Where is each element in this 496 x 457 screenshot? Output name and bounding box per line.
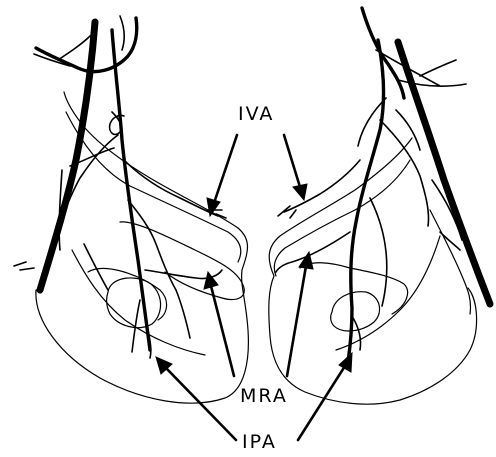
iva-arrow-right-head bbox=[293, 184, 307, 200]
left-top-loop bbox=[36, 18, 137, 72]
right-branch-e bbox=[370, 198, 387, 306]
mra-arrow-right-shaft bbox=[287, 266, 306, 376]
right-side-bump bbox=[430, 210, 471, 314]
ipa-arrow-left-shaft bbox=[166, 368, 236, 440]
mra-label: MRA bbox=[240, 385, 288, 407]
left-top-small bbox=[120, 16, 124, 50]
right-branch-b bbox=[358, 98, 420, 150]
right-inner-lobe bbox=[300, 263, 408, 314]
left-branch-h bbox=[84, 244, 108, 290]
right-small-oval bbox=[331, 292, 380, 331]
right-second-vessel bbox=[348, 40, 384, 362]
left-second-vessel bbox=[112, 30, 150, 350]
ipa-arrow-right-shaft bbox=[298, 366, 345, 440]
right-structure bbox=[269, 8, 490, 404]
right-branch-d bbox=[276, 232, 350, 272]
iva-arrow-right-shaft bbox=[284, 135, 300, 187]
ipa-arrow-right-head bbox=[339, 353, 352, 372]
right-branch-a bbox=[380, 120, 429, 226]
iva-arrow-left-shaft bbox=[214, 135, 237, 203]
right-main-vessel bbox=[398, 42, 490, 304]
left-outer-outline bbox=[36, 92, 249, 403]
right-branch-c bbox=[278, 160, 360, 218]
iva-label: IVA bbox=[238, 103, 274, 125]
left-branch-g bbox=[14, 170, 62, 270]
ipa-label: IPA bbox=[242, 431, 277, 453]
